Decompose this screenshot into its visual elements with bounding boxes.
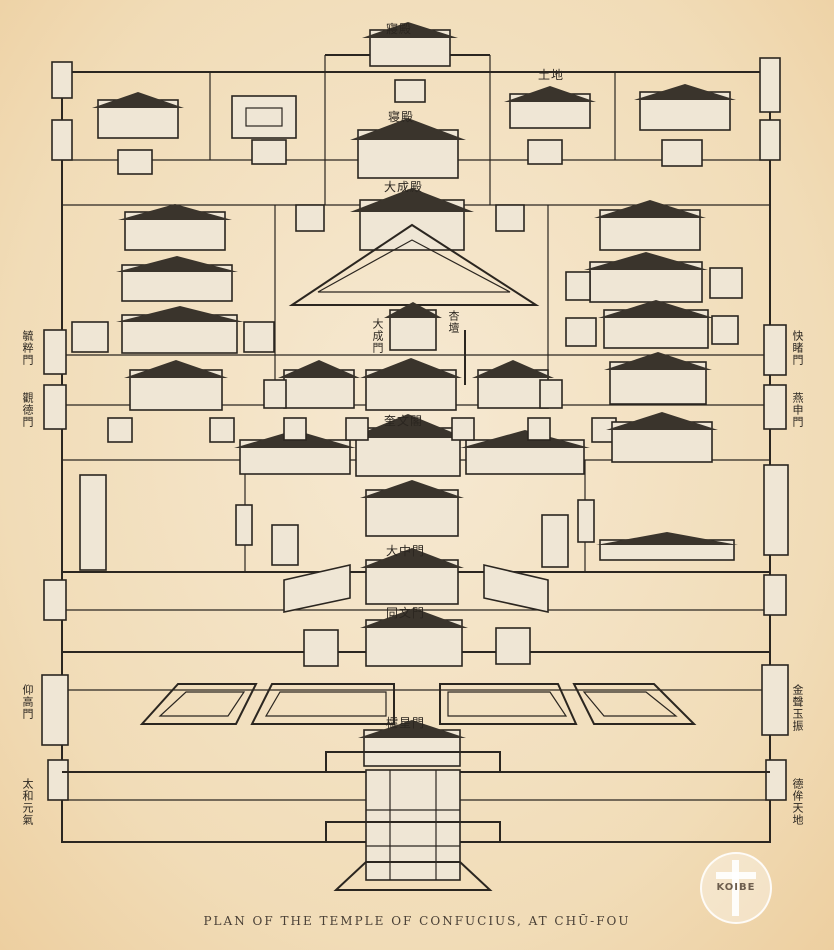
label-right-gate-4: 德侔天地 <box>791 778 804 826</box>
label-hall-upper: 寝殿 <box>388 110 415 124</box>
label-great-hall: 大成殿 <box>384 180 424 194</box>
label-left-gate-1: 毓粹門 <box>21 330 34 366</box>
label-apricot-altar: 杏壇 <box>447 310 460 334</box>
label-middle-gate: 大中門 <box>386 544 426 558</box>
pavilion-row <box>234 414 590 477</box>
label-lingxing-gate: 櫺星門 <box>386 716 426 730</box>
label-top-hall: 寢殿 <box>386 22 413 36</box>
rear-halls <box>92 22 736 179</box>
label-right-gate-2: 燕申門 <box>791 392 804 428</box>
middle-court <box>79 474 738 571</box>
label-earth-shrine: 土地 <box>538 68 565 82</box>
side-gates <box>41 57 789 801</box>
watermark-stamp: KOIBE <box>700 852 772 924</box>
plan-caption: PLAN OF THE TEMPLE OF CONFUCIUS, AT CHŪ-… <box>203 914 631 928</box>
label-left-gate-3: 仰高門 <box>21 684 34 720</box>
great-gate-row <box>107 358 718 463</box>
label-left-gate-2: 觀德門 <box>21 392 34 428</box>
label-right-gate-3: 金聲玉振 <box>791 684 804 732</box>
watermark-text: KOIBE <box>716 882 756 893</box>
southern-gates <box>283 548 549 667</box>
cross-bar-icon <box>716 872 756 879</box>
label-pavilion: 奎文閣 <box>384 414 424 428</box>
courtyard-basins <box>139 683 697 725</box>
front-gate-approach <box>62 720 770 891</box>
label-left-gate-4: 太和元氣 <box>21 778 34 826</box>
label-right-gate-1: 快睹門 <box>791 330 804 366</box>
label-great-gate: 大成門 <box>371 318 384 354</box>
side-courtyard-halls <box>71 200 743 411</box>
cross-icon <box>732 860 739 916</box>
label-dragon-gate: 同文門 <box>386 606 426 620</box>
great-hall-court <box>288 188 540 385</box>
